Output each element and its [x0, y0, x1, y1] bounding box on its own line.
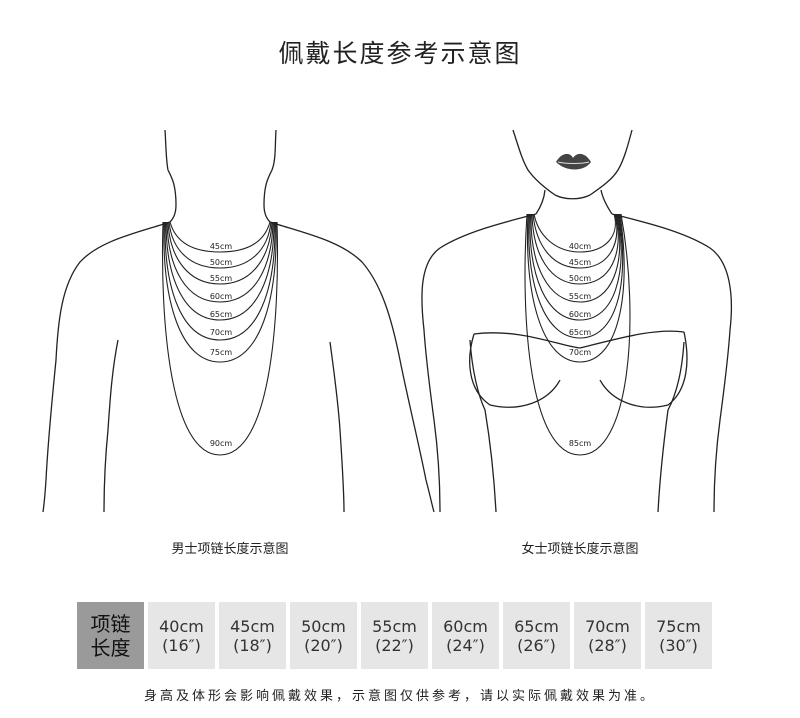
- female-bust-line: [473, 330, 685, 349]
- page-title: 佩戴长度参考示意图: [278, 39, 522, 68]
- chain-label: 70cm: [210, 328, 233, 337]
- female-shoulder-left: [421, 213, 537, 513]
- chain-label: 50cm: [569, 274, 592, 283]
- length-cell: 55cm (22″): [361, 602, 428, 669]
- chain-label: 60cm: [569, 310, 592, 319]
- length-inch: (28″): [588, 635, 627, 655]
- chain-label: 60cm: [210, 292, 233, 301]
- female-arm-inner-left: [469, 339, 497, 513]
- chain-label: 55cm: [569, 292, 592, 301]
- male-caption: 男士项链长度示意图: [171, 542, 289, 557]
- length-cm: 55cm: [372, 616, 417, 636]
- male-shoulder-right: [269, 221, 435, 513]
- male-figure: [42, 129, 435, 513]
- chain-label: 65cm: [569, 328, 592, 337]
- female-neck-left: [535, 189, 546, 215]
- male-arm-inner-left: [103, 339, 119, 513]
- female-figure: [421, 129, 733, 513]
- chain-label: 75cm: [210, 348, 233, 357]
- chain-label: 50cm: [210, 258, 233, 267]
- chain-label: 40cm: [569, 242, 592, 251]
- female-face-right: [589, 129, 633, 196]
- length-cell: 40cm (16″): [148, 602, 215, 669]
- male-neck-left: [164, 129, 177, 223]
- length-cell: 70cm (28″): [574, 602, 641, 669]
- disclaimer-note: 身高及体形会影响佩戴效果，示意图仅供参考，请以实际佩戴效果为准。: [143, 689, 656, 704]
- male-chain-labels: 45cm 50cm 55cm 60cm 65cm 70cm 75cm 90cm: [210, 242, 233, 448]
- length-cm: 40cm: [159, 616, 204, 636]
- length-cm: 70cm: [585, 616, 630, 636]
- length-table: 项链 长度 40cm (16″) 45cm (18″) 50cm (20″) 5…: [77, 602, 712, 669]
- female-chain-labels: 40cm 45cm 50cm 55cm 60cm 65cm 70cm 85cm: [569, 242, 592, 448]
- length-inch: (18″): [233, 635, 272, 655]
- header-line-2: 长度: [90, 635, 131, 660]
- length-inch: (30″): [659, 635, 698, 655]
- female-face-left: [512, 129, 556, 196]
- length-inch: (16″): [162, 635, 201, 655]
- length-cm: 50cm: [301, 616, 346, 636]
- length-cell: 60cm (24″): [432, 602, 499, 669]
- male-arm-inner-right: [329, 341, 345, 513]
- female-arm-inner-right: [657, 341, 685, 513]
- male-shoulder-left: [42, 221, 171, 513]
- chain-label: 85cm: [569, 439, 592, 448]
- length-cm: 75cm: [656, 616, 701, 636]
- female-chains: [524, 213, 631, 456]
- female-bust-left: [469, 333, 561, 408]
- female-shoulder-right: [611, 213, 733, 513]
- length-cell: 45cm (18″): [219, 602, 286, 669]
- male-neck-right: [263, 129, 277, 223]
- chain-label: 55cm: [210, 274, 233, 283]
- female-chin: [554, 194, 591, 200]
- length-cell: 75cm (30″): [645, 602, 712, 669]
- length-cell: 65cm (26″): [503, 602, 570, 669]
- length-inch: (24″): [446, 635, 485, 655]
- length-cm: 60cm: [443, 616, 488, 636]
- chain-label: 45cm: [569, 258, 592, 267]
- necklace-length-diagram: 45cm 50cm 55cm 60cm 65cm 70cm 75cm 90cm: [42, 129, 733, 513]
- length-cell: 50cm (20″): [290, 602, 357, 669]
- female-caption: 女士项链长度示意图: [521, 542, 639, 557]
- length-inch: (26″): [517, 635, 556, 655]
- lips-icon: [556, 153, 591, 170]
- length-cm: 65cm: [514, 616, 559, 636]
- chain-label: 65cm: [210, 310, 233, 319]
- length-table-header: 项链 长度: [77, 602, 144, 669]
- female-bust-right: [599, 331, 688, 408]
- chain-label: 90cm: [210, 439, 233, 448]
- length-cm: 45cm: [230, 616, 275, 636]
- female-neck-right: [600, 189, 613, 215]
- chain-label: 45cm: [210, 242, 233, 251]
- length-inch: (22″): [375, 635, 414, 655]
- male-chains: [161, 221, 279, 456]
- header-line-1: 项链: [90, 611, 131, 636]
- length-inch: (20″): [304, 635, 343, 655]
- chain-label: 70cm: [569, 348, 592, 357]
